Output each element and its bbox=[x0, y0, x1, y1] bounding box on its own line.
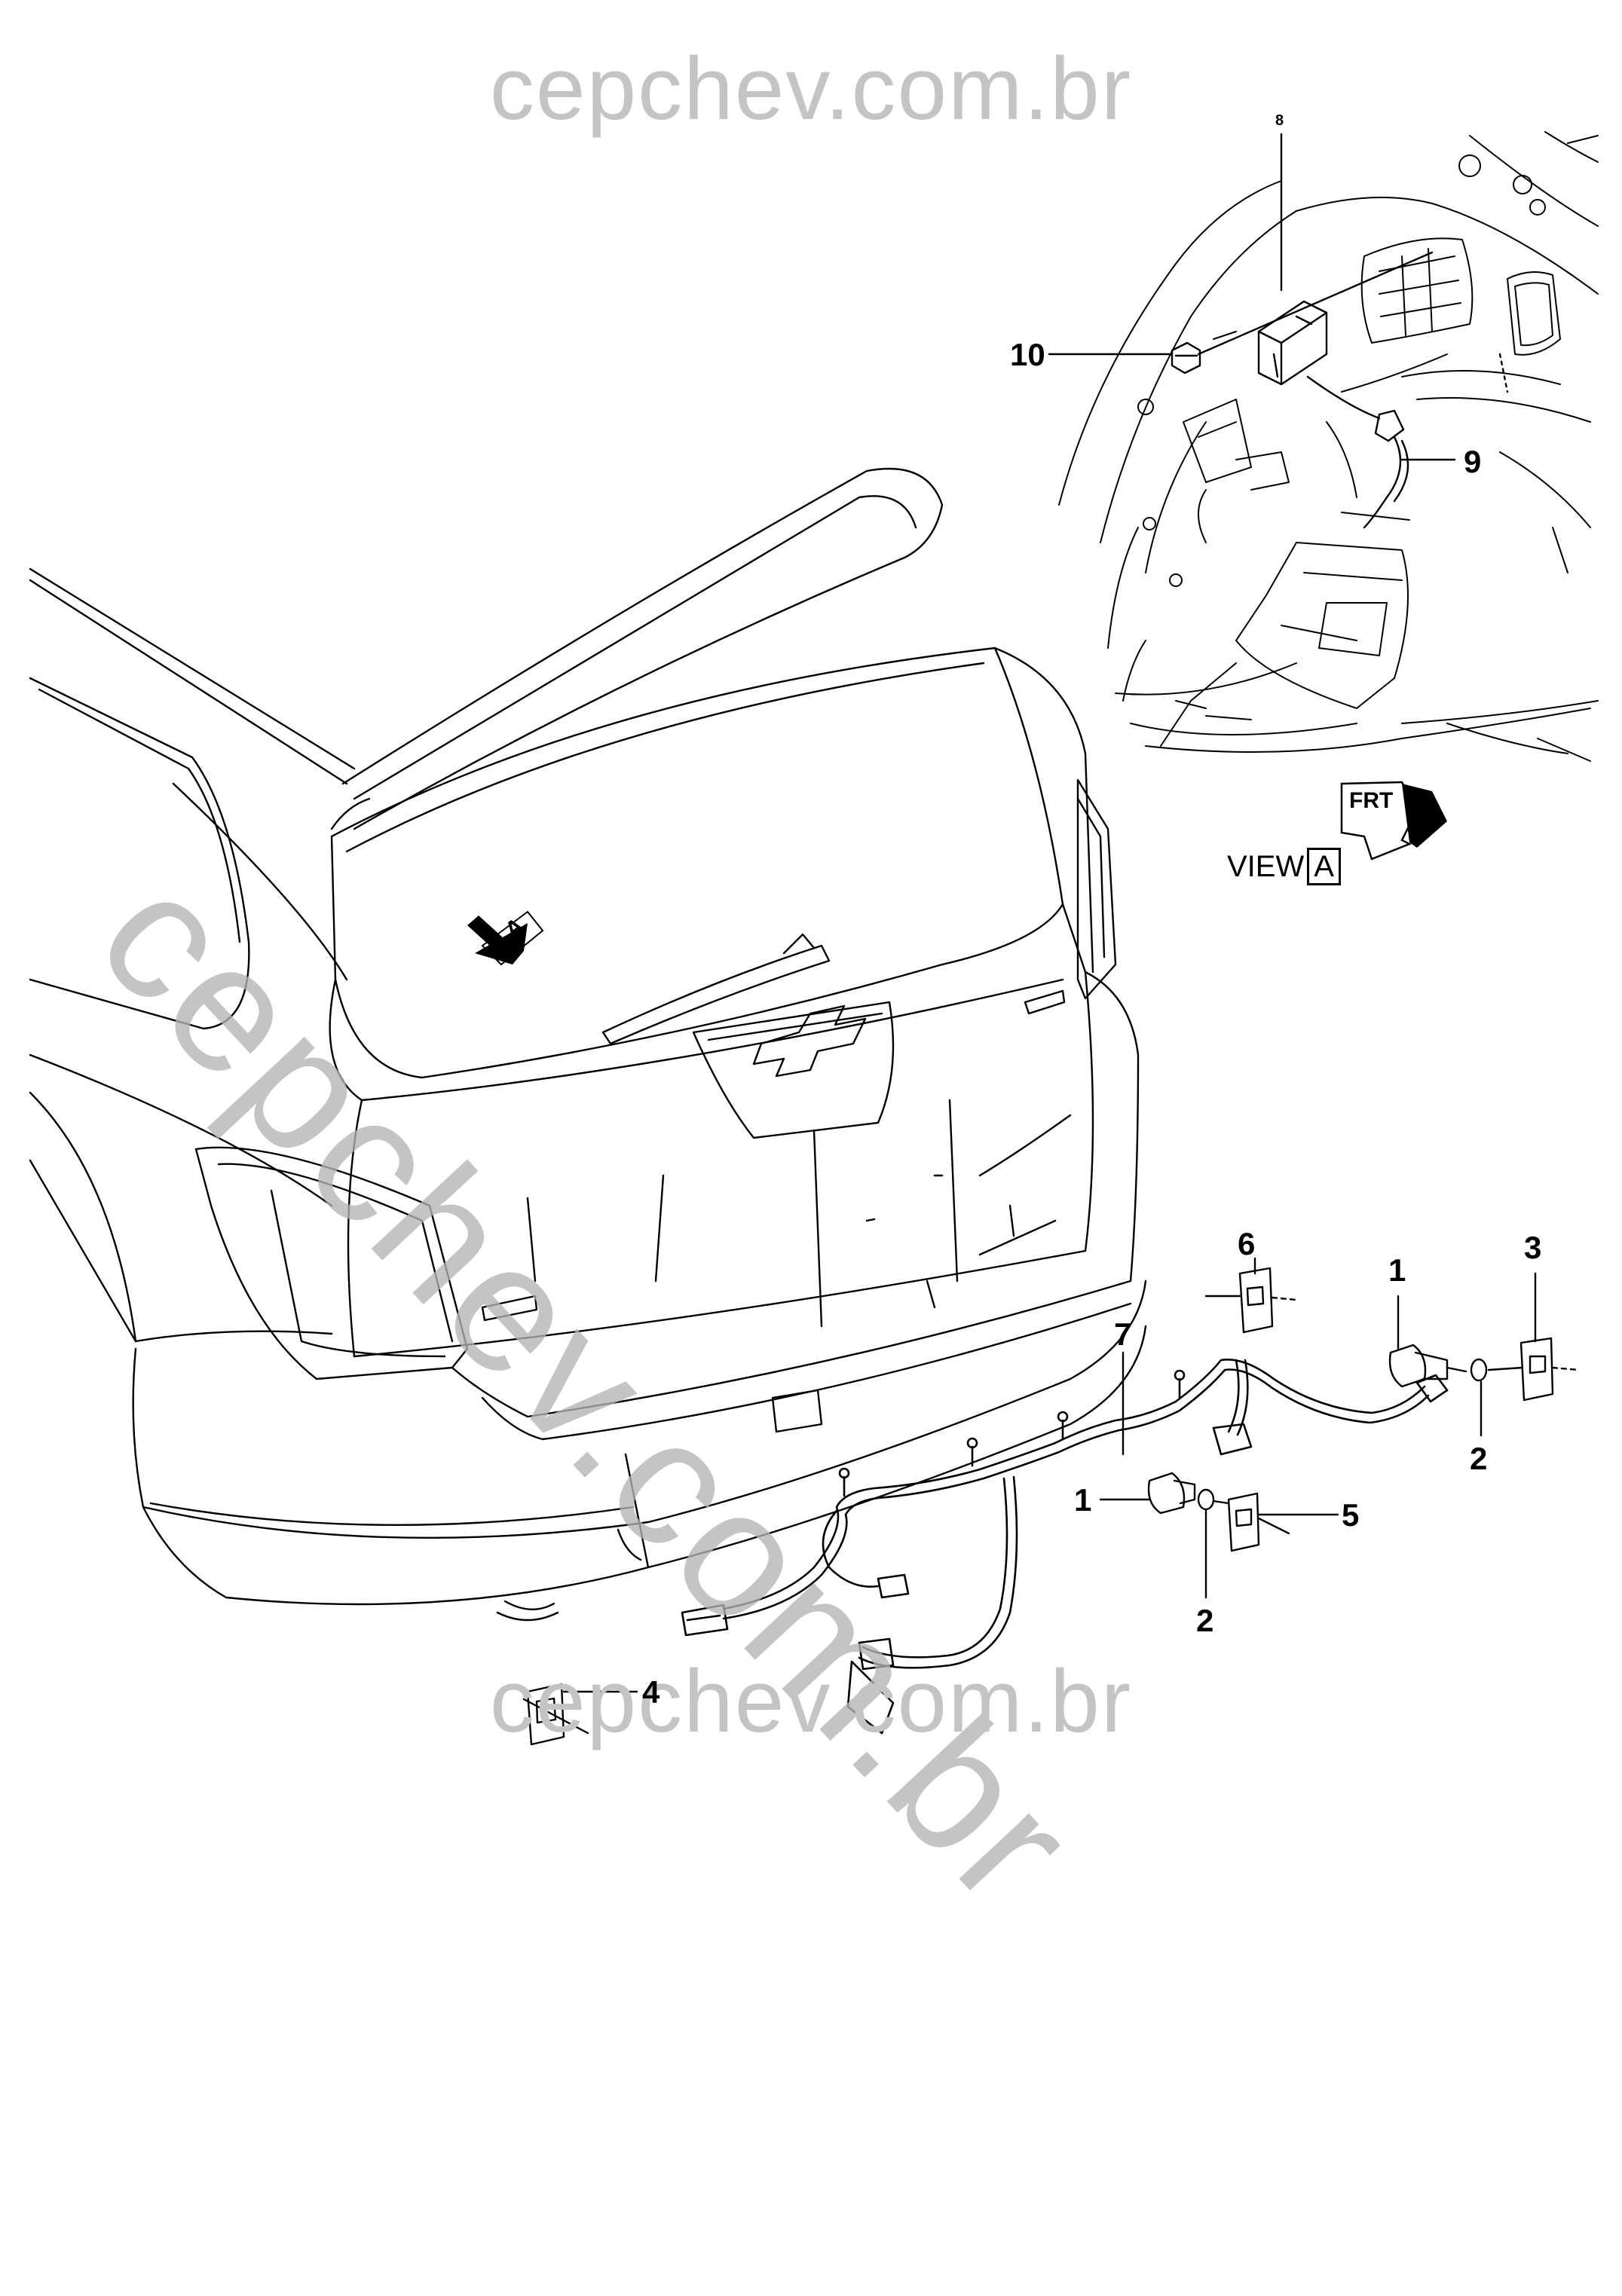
bracket-6 bbox=[1204, 1257, 1298, 1334]
bracket-5 bbox=[1212, 1492, 1290, 1552]
bracket-4 bbox=[522, 1683, 589, 1746]
diagram-canvas: cepchev.com.br cepchev.com.br cepchev.co… bbox=[29, 39, 1599, 1943]
callout-2-lower: 2 bbox=[1196, 1603, 1214, 1638]
bracket-3 bbox=[1487, 1337, 1581, 1402]
sensor-1-lower bbox=[1147, 1472, 1196, 1515]
grommet-2-lower bbox=[1197, 1488, 1215, 1511]
module-assembly bbox=[1257, 300, 1328, 386]
callout-6: 6 bbox=[1238, 1226, 1256, 1261]
front-marker-label: FRT bbox=[1349, 788, 1394, 813]
connector-9 bbox=[1306, 375, 1409, 529]
wiring-harness bbox=[681, 1359, 1449, 1735]
nut-fastener bbox=[1171, 341, 1201, 375]
view-a-direction-arrow bbox=[467, 910, 544, 966]
view-a-inset bbox=[1058, 131, 1599, 762]
callout-1-lower: 1 bbox=[1074, 1482, 1092, 1518]
sensor-1-upper bbox=[1388, 1344, 1467, 1388]
view-label-letter: A bbox=[1307, 848, 1341, 885]
vehicle-body bbox=[29, 467, 1147, 1622]
watermark-bottom: cepchev.com.br bbox=[489, 1652, 1133, 1751]
callout-8: 8 bbox=[1275, 112, 1284, 129]
callout-7: 7 bbox=[1114, 1316, 1132, 1352]
bowtie-emblem bbox=[752, 1004, 867, 1078]
callout-4: 4 bbox=[642, 1674, 660, 1710]
callout-10: 10 bbox=[1010, 337, 1045, 372]
callout-9: 9 bbox=[1464, 444, 1482, 479]
grommet-2-upper bbox=[1470, 1358, 1488, 1382]
front-arrow bbox=[1340, 781, 1447, 861]
line-art bbox=[29, 131, 1599, 1746]
callout-1-upper: 1 bbox=[1388, 1252, 1406, 1288]
view-label-text: VIEW bbox=[1227, 850, 1305, 883]
callout-3: 3 bbox=[1524, 1230, 1542, 1265]
watermark-top: cepchev.com.br bbox=[489, 39, 1133, 139]
callout-2-upper: 2 bbox=[1470, 1441, 1488, 1476]
callout-5: 5 bbox=[1342, 1497, 1360, 1533]
